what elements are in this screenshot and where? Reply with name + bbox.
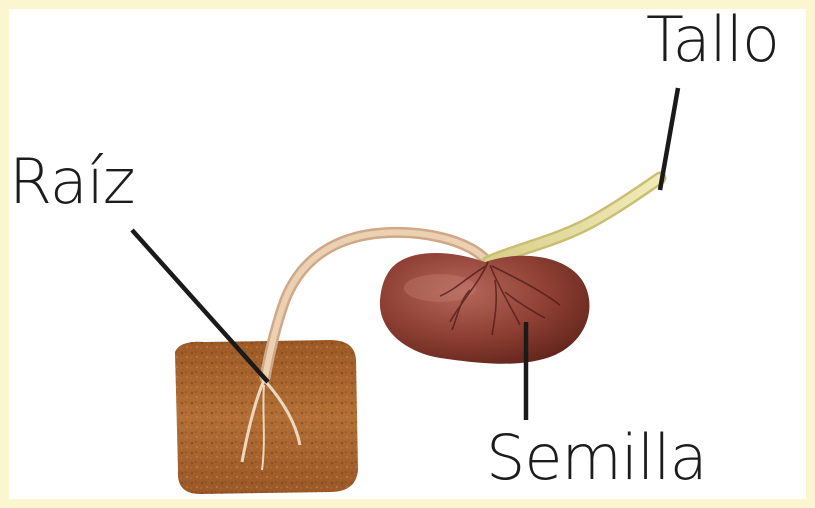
label-stem: Tallo [646,9,779,71]
pointer-line-stem [660,88,678,190]
label-root: Raíz [9,151,134,213]
label-seed: Semilla [486,427,707,489]
bean-seed-icon [380,253,590,364]
